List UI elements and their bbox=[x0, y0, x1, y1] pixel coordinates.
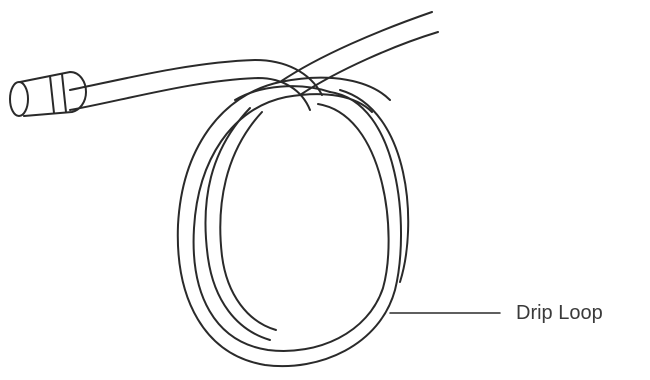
drip-loop-label: Drip Loop bbox=[516, 301, 603, 325]
cable-lead bbox=[70, 60, 322, 110]
coiled-cable-icon bbox=[178, 78, 408, 366]
